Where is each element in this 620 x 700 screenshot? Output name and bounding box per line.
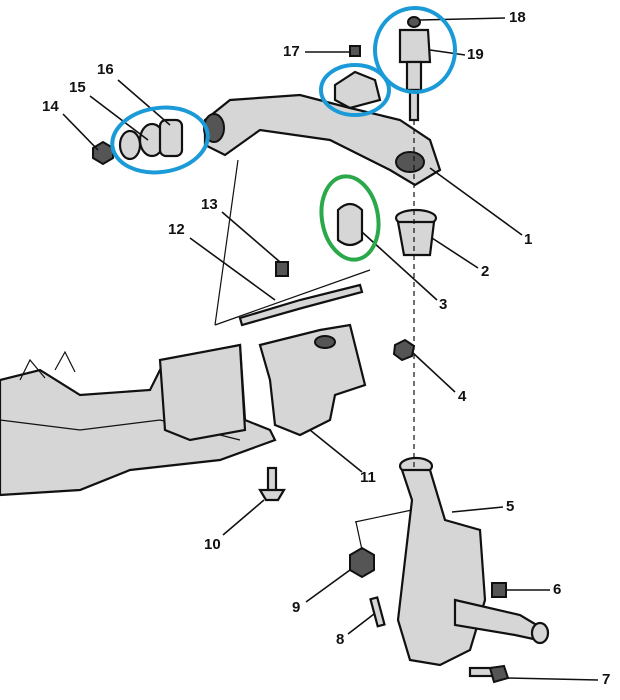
nut [349, 45, 361, 57]
bolt-6 [491, 582, 507, 598]
assembly-lines [214, 120, 415, 551]
blue-highlight-ball-joint [373, 6, 457, 94]
highlight-circles [110, 6, 457, 262]
rebound-bumper [336, 202, 364, 247]
steering-knuckle [396, 456, 550, 667]
callout-12: 12 [168, 221, 185, 238]
callout-3: 3 [439, 296, 448, 313]
callout-15: 15 [69, 79, 86, 96]
green-highlight-bumper [319, 174, 381, 262]
bushing [394, 208, 438, 257]
frame-bracket [258, 323, 367, 437]
nut-9 [349, 546, 375, 579]
callout-16: 16 [97, 61, 114, 78]
blue-highlight-bracket [319, 63, 391, 117]
frame-crossmember [0, 343, 277, 497]
callout-7: 7 [602, 671, 611, 688]
bolt-10 [258, 466, 286, 502]
callout-1: 1 [524, 231, 533, 248]
callout-5: 5 [506, 498, 515, 515]
callout-11: 11 [360, 469, 376, 486]
callout-13: 13 [201, 196, 218, 213]
blue-highlight-bushings [110, 105, 210, 175]
bolt-4 [392, 338, 416, 362]
callout-10: 10 [204, 536, 221, 553]
callout-6: 6 [553, 581, 562, 598]
callout-2: 2 [481, 263, 490, 280]
callout-14: 14 [42, 98, 59, 115]
leader-lines [62, 17, 599, 681]
callout-17: 17 [283, 43, 300, 60]
ball-joint-bracket [333, 70, 382, 110]
ball-joint [398, 16, 432, 122]
strut-rod [238, 261, 364, 327]
callout-4: 4 [458, 388, 467, 405]
callout-8: 8 [336, 631, 345, 648]
bolt-8 [369, 596, 386, 628]
pivot-shaft-bushings [92, 118, 184, 166]
callout-18: 18 [509, 9, 526, 26]
callout-9: 9 [292, 599, 301, 616]
upper-control-arm [203, 93, 442, 187]
callout-19: 19 [467, 46, 484, 63]
bolt-7 [468, 664, 510, 684]
